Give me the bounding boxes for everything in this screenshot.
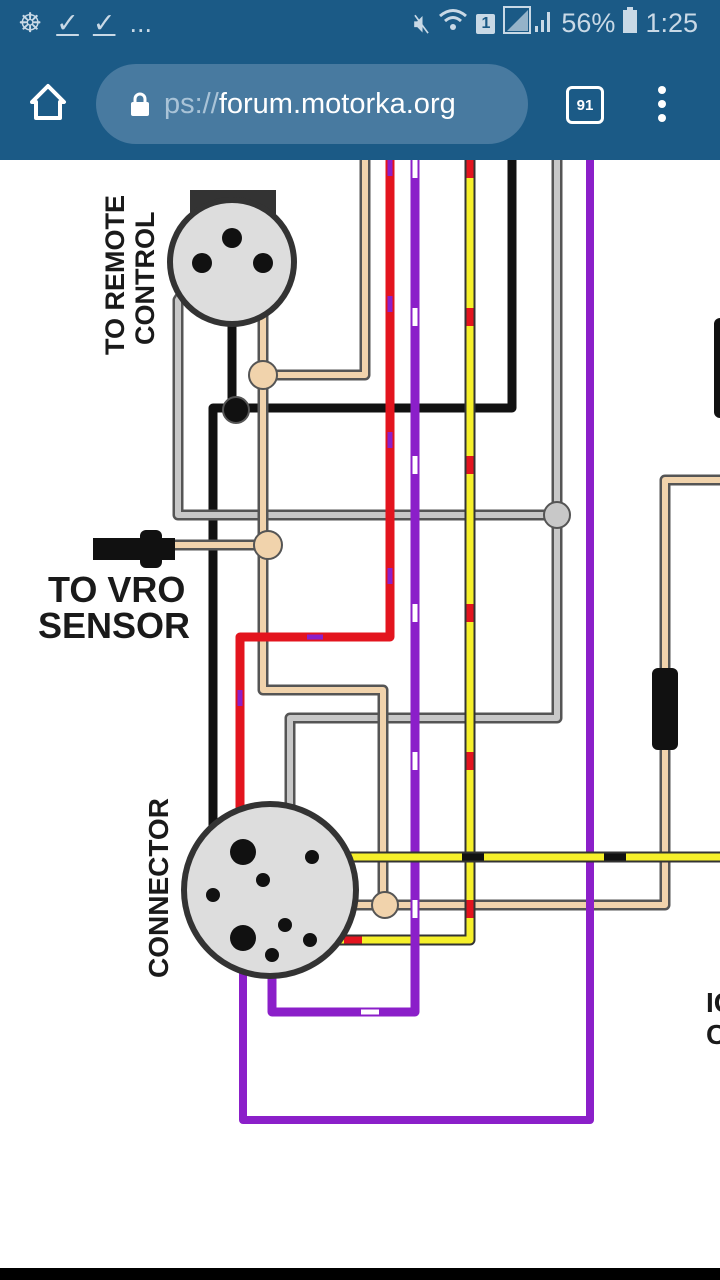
component-box [714,318,720,418]
label-partial-2: C [706,1019,720,1050]
label-remote-2: CONTROL [130,212,160,345]
connector-plug [181,801,359,979]
check-icon: ✓ [92,8,116,38]
system-nav-bar [0,1268,720,1280]
sim-icon: 1 [476,13,496,34]
octopus-icon: ☸ [18,8,43,38]
label-partial-1: IG [706,987,720,1018]
home-icon [30,84,66,120]
wiring-diagram: TO REMOTE CONTROL TO VRO SENSOR CONNECTO… [38,160,720,1124]
more-vert-icon [658,86,666,122]
yellow-red-wire [310,160,476,946]
lock-icon [131,92,149,116]
url-text: ps://forum.motorka.org [164,87,456,120]
battery-percent: 56% [561,8,616,38]
overflow-menu-button[interactable] [652,84,672,124]
vro-sensor-plug [93,530,175,568]
label-vro-2: SENSOR [38,605,190,646]
tab-switcher-button[interactable]: 91 [566,86,604,124]
signal-icon [503,6,553,41]
label-vro-1: TO VRO [48,569,185,610]
status-bar: ☸ ✓ ✓ ... 🔇︎ 1 56% 1:25 [0,0,720,48]
clock: 1:25 [645,8,698,38]
label-connector: CONNECTOR [143,798,174,978]
url-bar[interactable]: ps://forum.motorka.org [96,64,528,144]
wiring-diagram-image: TO REMOTE CONTROL TO VRO SENSOR CONNECTO… [0,160,720,1268]
junctions [222,360,571,919]
home-button[interactable] [28,82,68,122]
battery-icon [623,7,638,40]
mute-icon: 🔇︎ [413,7,431,38]
red-purple-wire [235,160,395,840]
check-icon: ✓ [56,8,79,38]
purple-wire [239,160,594,1124]
inline-connector [652,668,678,750]
overflow-indicator: ... [129,8,152,38]
browser-toolbar: ps://forum.motorka.org 91 [0,48,720,160]
remote-control-plug [167,190,297,327]
label-remote-1: TO REMOTE [100,195,130,355]
purple-white-wire [267,160,420,1017]
wifi-icon [438,7,468,40]
